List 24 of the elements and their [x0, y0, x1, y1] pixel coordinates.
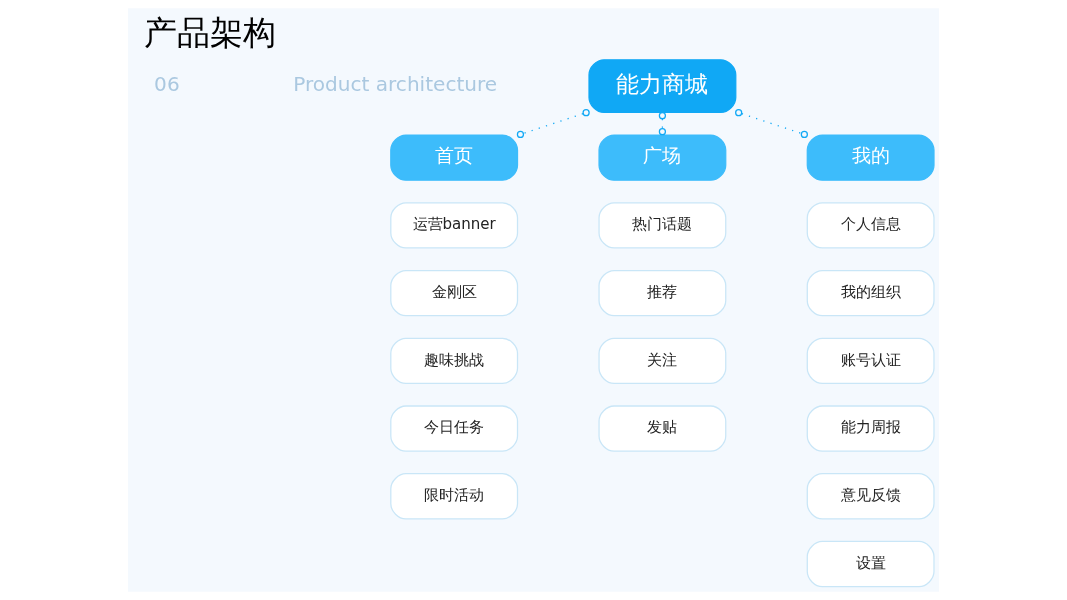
- node-box: 设置: [806, 540, 935, 588]
- node-box: 运营banner: [390, 202, 519, 249]
- node-box: 首页: [390, 134, 519, 181]
- node-box: 推荐: [598, 269, 727, 317]
- node-box: 广场: [598, 134, 727, 181]
- node-box: 今日任务: [390, 405, 519, 452]
- node-box: 个人信息: [806, 202, 935, 249]
- node-box: 热门话题: [598, 202, 727, 249]
- node-box: 金刚区: [390, 269, 519, 317]
- node-box: 账号认证: [806, 337, 935, 385]
- node-box: 发贴: [598, 405, 727, 452]
- node-box: 能力周报: [806, 405, 935, 452]
- connector: [735, 109, 808, 139]
- node-box: 关注: [598, 337, 727, 385]
- label: Product architecture: [293, 71, 498, 96]
- node-box: 我的组织: [806, 269, 935, 317]
- label: 06: [154, 71, 180, 96]
- connector: [516, 109, 590, 139]
- node-box: 限时活动: [390, 473, 519, 520]
- node-box: 意见反馈: [806, 473, 935, 520]
- node-box: 趣味挑战: [390, 337, 519, 385]
- node-box: 能力商城: [588, 59, 737, 114]
- diagram-title: 产品架构: [143, 14, 276, 53]
- node-box: 我的: [806, 134, 935, 181]
